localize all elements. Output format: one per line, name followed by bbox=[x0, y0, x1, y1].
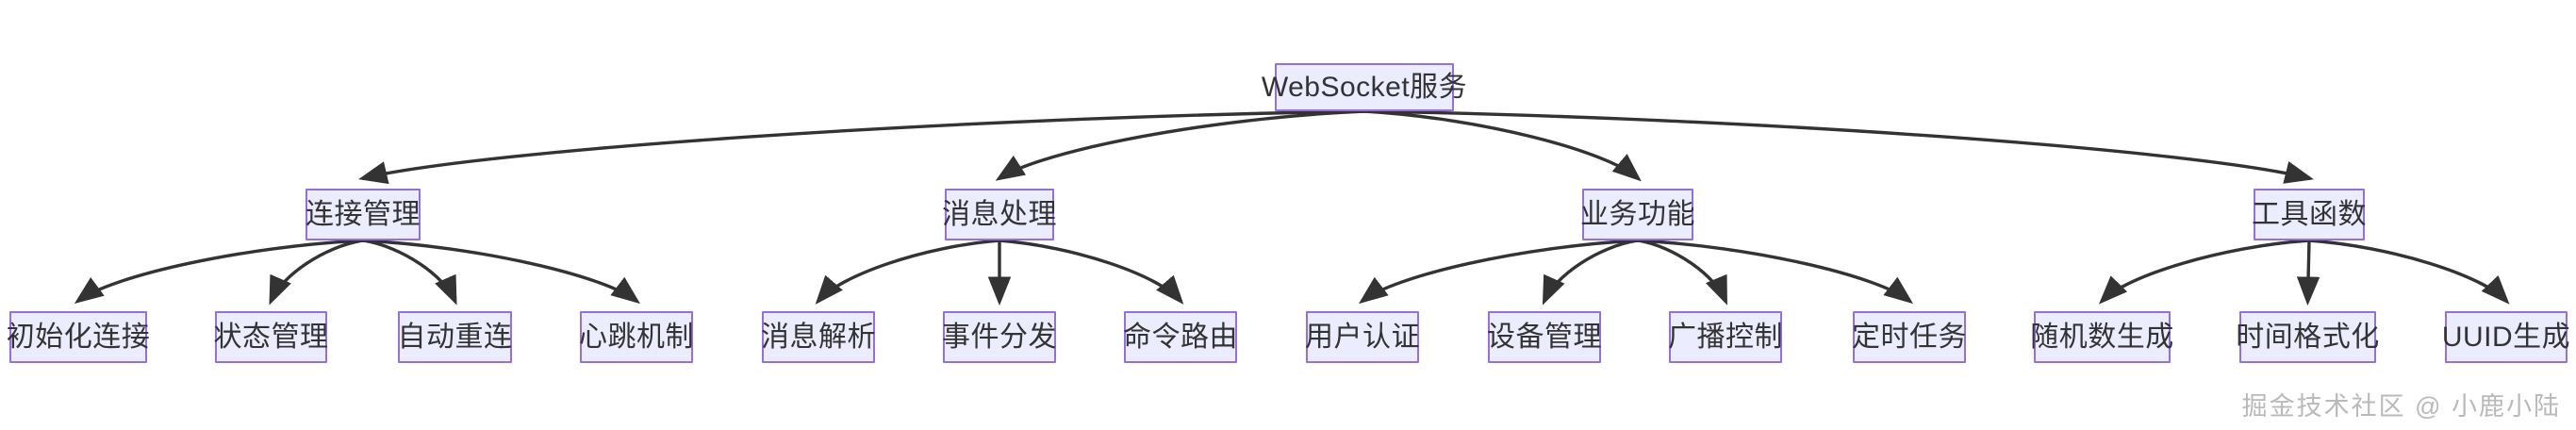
node-label: 状态管理 bbox=[213, 321, 329, 353]
node-biz[interactable]: 业务功能 bbox=[1580, 189, 1695, 240]
node-util-3[interactable]: UUID生成 bbox=[2442, 311, 2570, 363]
node-label: 用户认证 bbox=[1305, 321, 1420, 353]
node-label: 连接管理 bbox=[305, 198, 421, 230]
node-conn-1[interactable]: 初始化连接 bbox=[7, 311, 150, 363]
node-msg[interactable]: 消息处理 bbox=[942, 189, 1057, 240]
node-label: 随机数生成 bbox=[2030, 321, 2174, 353]
node-biz-4[interactable]: 定时任务 bbox=[1852, 311, 1967, 363]
node-label: 命令路由 bbox=[1123, 321, 1238, 353]
node-conn-2[interactable]: 状态管理 bbox=[214, 311, 328, 363]
node-label: WebSocket服务 bbox=[1261, 71, 1468, 103]
node-label: 消息解析 bbox=[761, 321, 876, 353]
node-label: UUID生成 bbox=[2441, 321, 2571, 353]
node-label: 广播控制 bbox=[1668, 321, 1783, 353]
node-biz-3[interactable]: 广播控制 bbox=[1668, 311, 1783, 363]
node-msg-1[interactable]: 消息解析 bbox=[761, 311, 876, 363]
node-conn-3[interactable]: 自动重连 bbox=[398, 311, 512, 363]
node-label: 时间格式化 bbox=[2236, 321, 2380, 353]
node-label: 设备管理 bbox=[1487, 321, 1602, 353]
node-biz-1[interactable]: 用户认证 bbox=[1305, 311, 1420, 363]
node-label: 心跳机制 bbox=[579, 321, 694, 353]
node-biz-2[interactable]: 设备管理 bbox=[1487, 311, 1602, 363]
node-util-1[interactable]: 随机数生成 bbox=[2030, 311, 2173, 363]
node-label: 业务功能 bbox=[1580, 198, 1695, 230]
node-conn[interactable]: 连接管理 bbox=[305, 189, 421, 240]
node-label: 定时任务 bbox=[1852, 321, 1967, 353]
node-util[interactable]: 工具函数 bbox=[2252, 189, 2367, 240]
node-root[interactable]: WebSocket服务 bbox=[1262, 63, 1467, 111]
node-msg-3[interactable]: 命令路由 bbox=[1123, 311, 1238, 363]
node-msg-2[interactable]: 事件分发 bbox=[942, 311, 1057, 363]
node-util-2[interactable]: 时间格式化 bbox=[2236, 311, 2379, 363]
node-label: 事件分发 bbox=[942, 321, 1057, 353]
node-conn-4[interactable]: 心跳机制 bbox=[579, 311, 694, 363]
node-label: 消息处理 bbox=[942, 198, 1057, 230]
watermark-text: 掘金技术社区 @ 小鹿小陆 bbox=[2241, 392, 2561, 421]
node-label: 工具函数 bbox=[2252, 198, 2367, 230]
node-label: 自动重连 bbox=[397, 321, 513, 353]
node-label: 初始化连接 bbox=[6, 321, 151, 353]
